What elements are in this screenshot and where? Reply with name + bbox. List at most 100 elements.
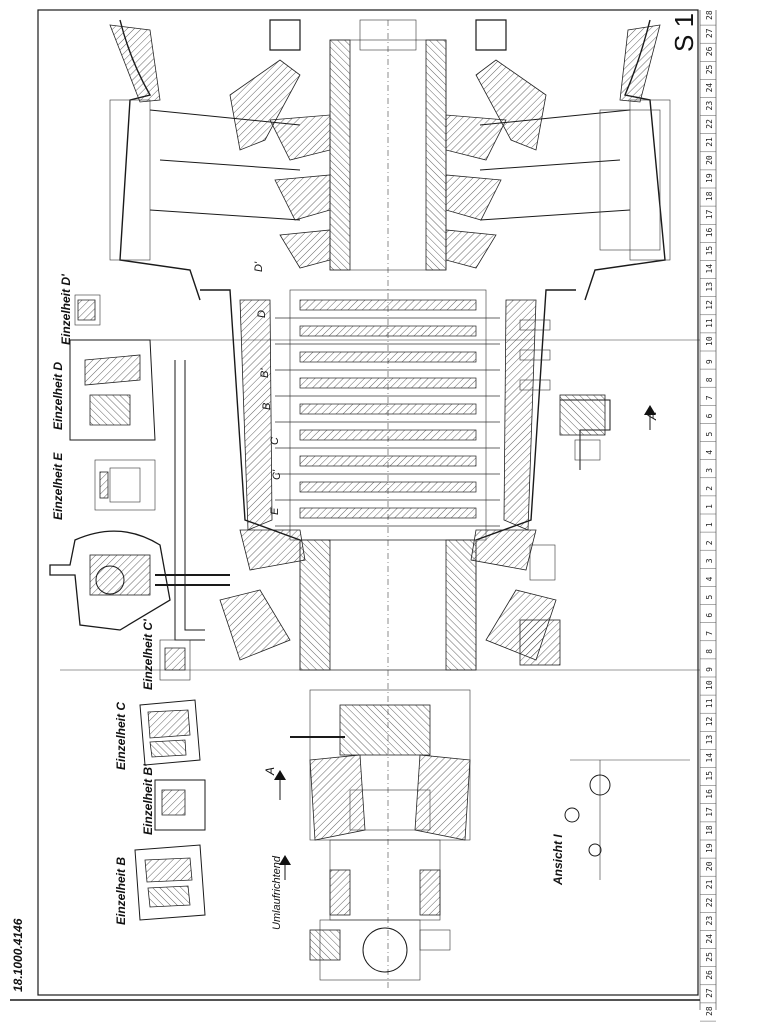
- scale-number: 9: [705, 667, 714, 672]
- scale-number: 12: [705, 300, 714, 310]
- scale-number: 21: [705, 879, 714, 889]
- scale-column: [699, 10, 717, 1010]
- scale-labels: 2827262524232221201918171615141312111098…: [700, 10, 716, 1022]
- scale-number: 9: [705, 359, 714, 364]
- scale-number: 17: [705, 209, 714, 219]
- scale-number: 23: [705, 916, 714, 926]
- scale-number: 11: [705, 318, 714, 328]
- scale-number: 17: [705, 807, 714, 817]
- view-i-diagram: [564, 759, 690, 880]
- detail-label-d-prime: Einzelheit D': [59, 273, 73, 345]
- detail-label-b: Einzelheit B: [114, 857, 128, 925]
- compressor-disk: [299, 403, 477, 415]
- scale-number: 25: [705, 952, 714, 962]
- scale-number: 16: [705, 789, 714, 799]
- scale-number: 3: [705, 558, 714, 563]
- scale-number: 5: [705, 432, 714, 437]
- scale-number: 7: [705, 395, 714, 400]
- scale-number: 22: [705, 897, 714, 907]
- section-letter-e: E: [269, 507, 281, 515]
- scale-number: 14: [705, 264, 714, 274]
- view-label: Ansicht I: [551, 834, 565, 886]
- scale-number: 16: [705, 227, 714, 237]
- compressor-disk: [299, 429, 477, 441]
- compressor-disk: [299, 299, 477, 311]
- scale-number: 28: [705, 10, 714, 20]
- scale-number: 8: [705, 377, 714, 382]
- section-letter-b-prime: B': [259, 368, 271, 378]
- scale-number: 28: [705, 1006, 714, 1016]
- section-letter-c: C: [269, 437, 281, 445]
- sheet-code: S 1: [669, 13, 699, 52]
- scale-number: 4: [705, 450, 714, 455]
- detail-label-b-prime: Einzelheit B': [141, 763, 155, 835]
- scale-number: 23: [705, 101, 714, 111]
- exhaust-casing: [109, 19, 671, 301]
- section-letter-a: A: [263, 767, 277, 776]
- direction-label: Umlaufrichtend: [271, 855, 283, 930]
- scale-number: 25: [705, 64, 714, 74]
- scale-number: 11: [705, 698, 714, 708]
- scale-number: 2: [705, 486, 714, 491]
- scale-number: 20: [705, 861, 714, 871]
- scale-number: 13: [705, 735, 714, 745]
- sheet-border: [37, 9, 699, 996]
- detail-c: [139, 699, 201, 766]
- scale-number: 10: [705, 680, 714, 690]
- scale-number: 24: [705, 83, 714, 93]
- detail-label-e: Einzelheit E: [51, 452, 65, 520]
- compressor-disk: [299, 325, 477, 337]
- compressor-disk: [299, 377, 477, 389]
- scale-number: 21: [705, 137, 714, 147]
- detail-label-c: Einzelheit C: [114, 702, 128, 770]
- detail-views: [69, 294, 206, 921]
- scale-number: 8: [705, 649, 714, 654]
- scale-number: 14: [705, 753, 714, 763]
- detail-b-prime: [154, 779, 206, 831]
- compressor-disk: [299, 481, 477, 493]
- section-letter-d: D: [256, 310, 268, 318]
- section-letter-a-prime: A': [645, 409, 659, 421]
- drawing-number: 18.1000.4146: [11, 918, 25, 992]
- scale-number: 1: [705, 522, 714, 527]
- detail-d-prime: [74, 294, 101, 326]
- scale-number: 4: [705, 576, 714, 581]
- scale-number: 26: [705, 970, 714, 980]
- scale-number: 26: [705, 46, 714, 56]
- scale-number: 1: [705, 504, 714, 509]
- scale-number: 12: [705, 716, 714, 726]
- section-letter-c-prime: C': [271, 469, 283, 480]
- compressor-disk: [299, 507, 477, 519]
- detail-c-prime: [159, 639, 191, 681]
- detail-label-c-prime: Einzelheit C': [141, 618, 155, 690]
- scale-number: 2: [705, 540, 714, 545]
- scale-number: 6: [705, 613, 714, 618]
- scale-number: 10: [705, 336, 714, 346]
- detail-d: [69, 339, 156, 441]
- compressor-disk: [299, 351, 477, 363]
- scale-number: 15: [705, 771, 714, 781]
- compressor-stages: [275, 299, 500, 527]
- scale-number: 19: [705, 173, 714, 183]
- detail-e: [94, 459, 156, 511]
- section-arrows: [274, 405, 656, 880]
- scale-number: 7: [705, 631, 714, 636]
- scale-number: 20: [705, 155, 714, 165]
- detail-label-d: Einzelheit D: [51, 362, 65, 430]
- scale-number: 22: [705, 119, 714, 129]
- scale-number: 24: [705, 934, 714, 944]
- scale-number: 13: [705, 282, 714, 292]
- compressor-section: [174, 289, 611, 666]
- detail-b: [134, 844, 206, 921]
- scale-number: 19: [705, 843, 714, 853]
- section-letter-d-prime: D': [253, 261, 265, 272]
- scale-number: 27: [705, 988, 714, 998]
- section-letter-b: B: [261, 403, 273, 410]
- scale-number: 3: [705, 468, 714, 473]
- compressor-disk: [299, 455, 477, 467]
- scale-number: 18: [705, 191, 714, 201]
- scale-number: 27: [705, 28, 714, 38]
- scale-number: 5: [705, 595, 714, 600]
- bearing-gearbox-section: [49, 529, 557, 981]
